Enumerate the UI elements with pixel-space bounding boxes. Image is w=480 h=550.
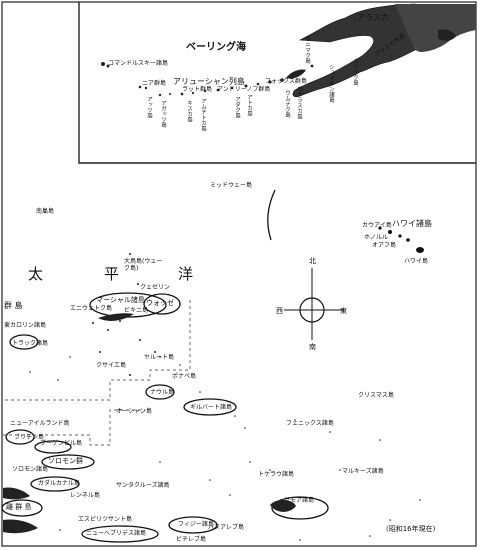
date-line-curve [267, 189, 276, 241]
label-bikini: ビキニ島 [124, 307, 149, 314]
label-fiji: フィジー諸島 [178, 521, 214, 528]
label-marshall-north: クェゼリン [140, 284, 170, 291]
label-unalaska: ウナラスカ島 [296, 86, 302, 119]
label-truk: トラック諸島 [12, 340, 49, 347]
hawaii-islands [378, 226, 424, 253]
label-kodiak: コジャク島 [352, 58, 358, 86]
label-honolulu: ホノルル [364, 234, 389, 241]
label-oahu: オアフ島 [372, 242, 397, 249]
label-midway: ミッドウェー島 [210, 182, 253, 189]
label-wotje: ウォッゼ [146, 299, 174, 307]
label-taiheiyo-2: 平 [104, 265, 120, 283]
label-commander: コマンドルスキー諸島 [108, 60, 169, 67]
left-island-b [3, 519, 38, 534]
label-espiritu: エスピリツサント島 [78, 516, 133, 523]
label-shumagin: シュマギン諸島 [328, 64, 334, 103]
label-fox: フォックス群島 [265, 78, 307, 85]
label-agattu: アガッツ島 [160, 100, 166, 128]
label-viti-levu: ビチレブ島 [176, 536, 207, 543]
fox-islands-shape [286, 69, 306, 79]
label-alaska: アラスカ [357, 13, 389, 22]
label-santa-cruz: サンタクルーズ諸島 [116, 482, 170, 489]
label-solomon: ソロモン諸島 [12, 466, 49, 473]
label-east-caroline: 東カロリン諸島 [4, 322, 47, 329]
samoa-shape [270, 499, 296, 512]
label-kusaie: クサイエ島 [96, 362, 126, 369]
label-kiska: キスカ島 [186, 100, 192, 122]
label-nauru: ナウル島 [150, 389, 175, 396]
label-minamitori: 南鳥島 [36, 208, 55, 215]
label-gilbert: ギルバート諸島 [190, 404, 233, 411]
label-rennell: レンネル島 [70, 492, 100, 499]
label-amchitka: アムチトカ島 [200, 98, 206, 131]
label-left-group: 離 群 島 [6, 503, 32, 511]
label-ponape: ポナペ島 [172, 373, 197, 380]
label-near: ニア群島 [142, 80, 167, 87]
label-atka: アトカ島 [246, 94, 252, 116]
label-attu: アッツ島 [146, 96, 152, 118]
label-unimak: ウニマク島 [304, 36, 310, 64]
compass-south: 南 [309, 343, 316, 351]
label-taiheiyo-1: 太 [28, 265, 44, 283]
label-new-ireland: ニューアイルランド島 [10, 420, 70, 427]
label-phoenix: フェニックス諸島 [286, 420, 334, 427]
label-new-hebrides: ニューヘブリデス諸島 [86, 530, 147, 537]
label-left-island: ブリテン島 [14, 434, 45, 441]
label-andreanof: アンドリーノフ群島 [217, 86, 271, 93]
label-ocean: オーシャン島 [116, 408, 152, 415]
label-solomon-group: ソロモン群 [48, 457, 83, 465]
compass-east: 東 [340, 307, 347, 315]
kodiak-island-shape [438, 29, 456, 41]
label-gunto: 群 島 [4, 301, 23, 310]
label-marshall: マーシャル諸島 [96, 296, 145, 304]
label-adak: アダク島 [234, 96, 240, 118]
boundary-lines [3, 300, 191, 446]
alaska-mainland [395, 4, 476, 52]
aleutian-chain [101, 62, 314, 97]
label-tokelau: トケラウ諸島 [258, 471, 295, 478]
label-vanua-levu: バヌアレブ島 [208, 524, 245, 531]
label-umnak: ウムナク島 [284, 90, 290, 118]
inset-frame [78, 2, 476, 164]
label-kauai: カウアイ島 [362, 222, 392, 229]
label-bougainville: ブーゲンビル島 [40, 440, 83, 447]
compass-rose [284, 268, 344, 340]
label-christmas: クリスマス島 [358, 392, 394, 399]
label-aleutian: アリューシャン列島 [173, 77, 245, 86]
label-era-note: (昭和16年現在) [386, 525, 436, 533]
label-samoa: サモア諸島 [284, 497, 315, 504]
compass-west: 西 [276, 307, 283, 315]
label-hawaii: ハワイ諸島 [392, 219, 432, 228]
label-hawaii-island: ハワイ島 [404, 258, 429, 265]
circled-islands [1, 292, 329, 543]
label-eniwetok: エニウェトク島 [70, 305, 113, 312]
marshall-shape [98, 313, 134, 321]
label-rat: ラット群島 [182, 86, 213, 93]
left-island-a [3, 487, 30, 500]
scatter-islands [29, 211, 421, 541]
label-bering-sea: ベーリング海 [186, 42, 246, 53]
label-wake: 大鳥島(ウェーク島) [124, 258, 163, 272]
compass-north: 北 [309, 257, 316, 265]
label-marquesas: マルキーズ諸島 [342, 468, 384, 475]
label-jaluit: ヤルート島 [144, 354, 175, 361]
alaska-landmass [292, 3, 416, 98]
label-guadalcanal: ガダルカナル島 [38, 480, 80, 487]
label-taiheiyo-3: 洋 [178, 265, 194, 283]
